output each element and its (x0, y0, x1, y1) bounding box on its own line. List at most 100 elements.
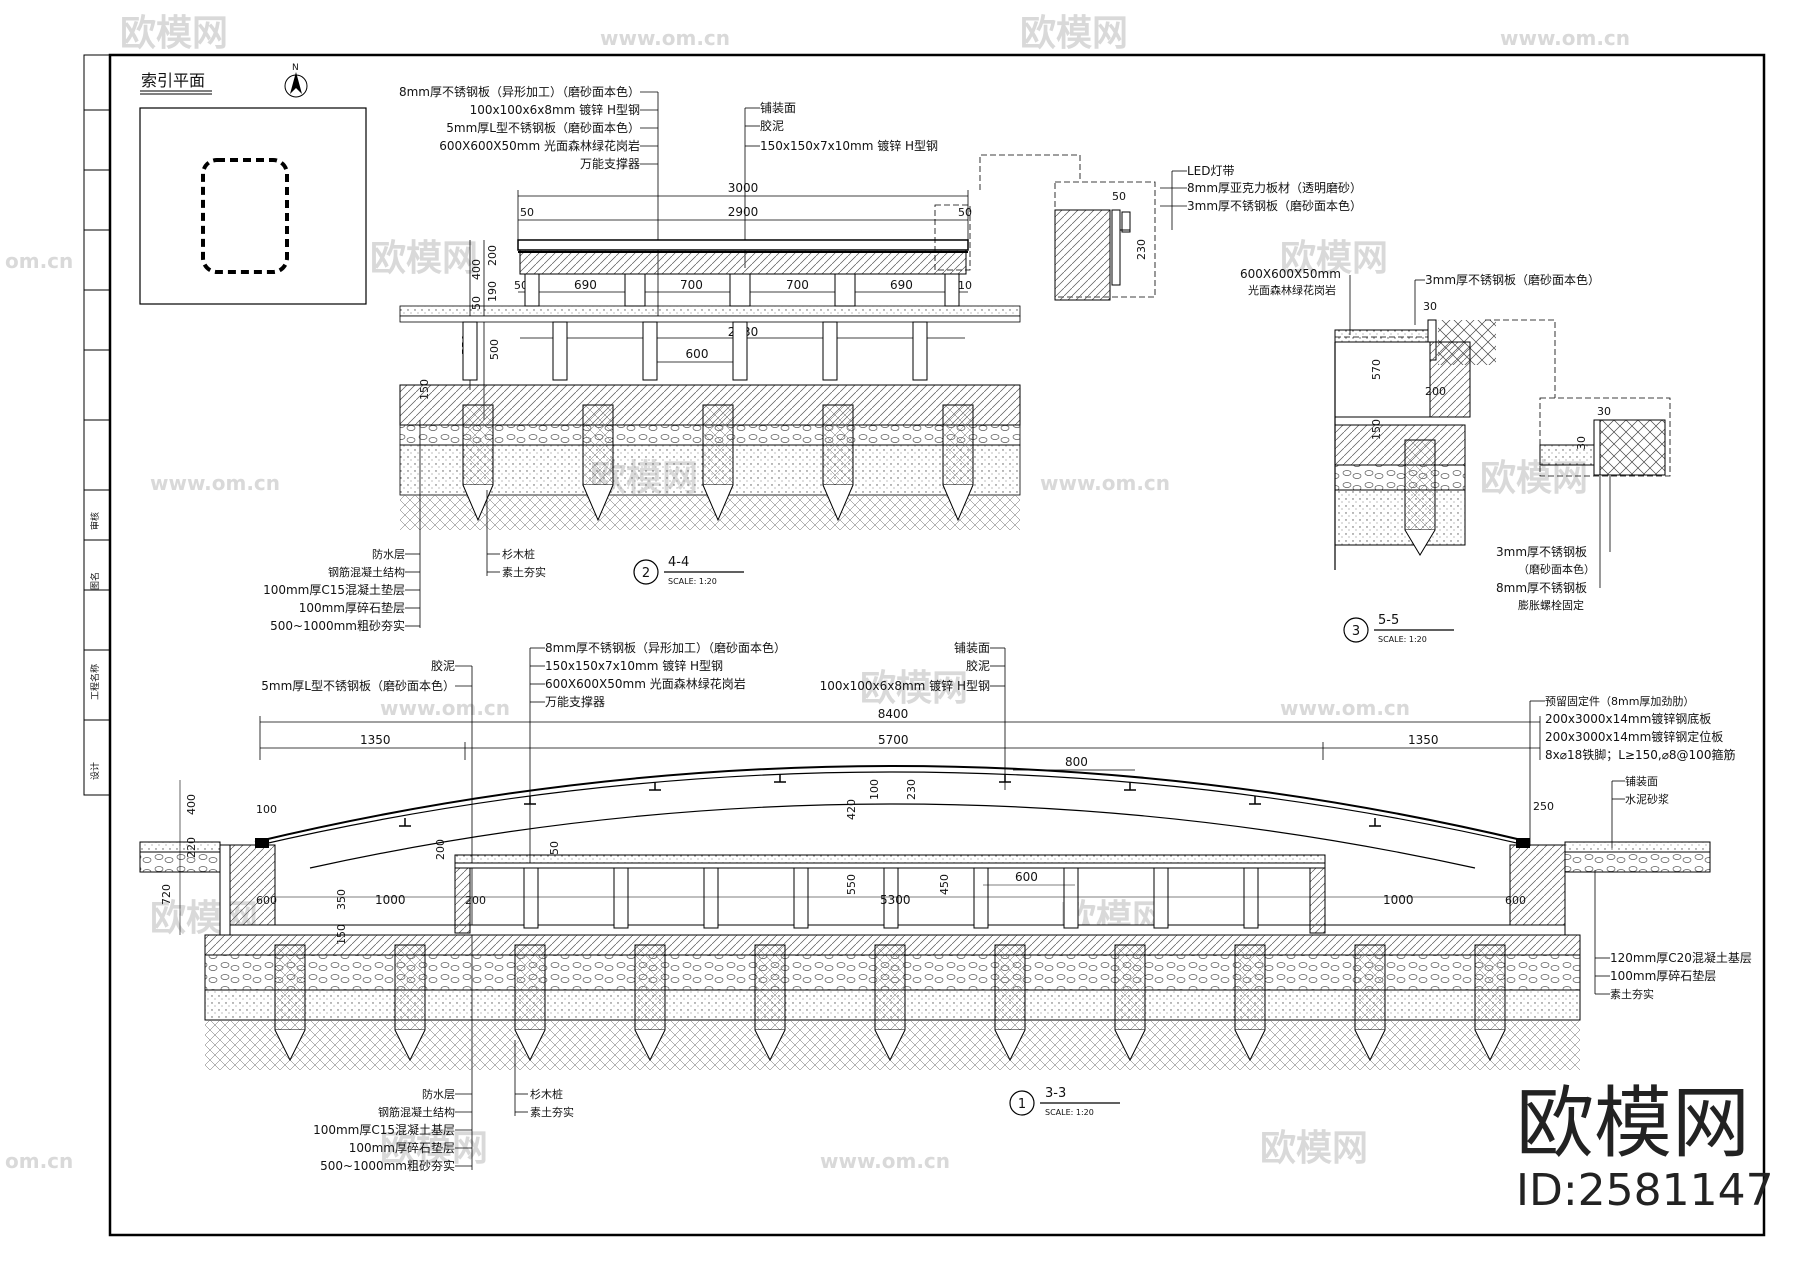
callout: 杉木桩 (502, 547, 535, 561)
callout: 5mm厚L型不锈钢板（磨砂面本色） (261, 679, 455, 693)
callout: 钢筋混凝土结构 (328, 565, 405, 579)
callout: 120mm厚C20混凝土基层 (1610, 950, 1752, 965)
watermark: 欧模网 (1020, 13, 1128, 54)
dim-label: 500 (488, 339, 501, 360)
dim-label: 200 (434, 839, 447, 860)
callout: 5mm厚L型不锈钢板（磨砂面本色） (446, 121, 640, 135)
watermark: 欧模网 (120, 13, 228, 54)
title-block-text: 审核 (89, 512, 101, 530)
dim-label: 50 (548, 841, 561, 855)
callout: 500~1000mm粗砂夯实 (320, 1158, 455, 1173)
watermark: 欧模网 (860, 668, 968, 709)
callout: 150x150x7x10mm 镀锌 H型钢 (545, 659, 723, 673)
section-4-4: 8mm厚不锈钢板（异形加工）（磨砂面本色） 100x100x6x8mm 镀锌 H… (263, 85, 1021, 633)
watermark: www.om.cn (820, 1149, 950, 1173)
dim-label: 1000 (375, 893, 406, 907)
dim-label: 1000 (1383, 893, 1414, 907)
callout: 铺装面 (1625, 775, 1658, 788)
dim-label: 30 (1597, 405, 1611, 418)
callout: 8mm厚不锈钢板（异形加工）（磨砂面本色） (399, 85, 640, 99)
index-plan: 索引平面 N (139, 63, 367, 305)
section-scale: SCALE: 1:20 (668, 577, 717, 586)
callout: 100mm厚C15混凝土垫层 (263, 582, 405, 597)
callout: 胶泥 (431, 658, 455, 673)
dim-label: 570 (1370, 359, 1383, 380)
callout: 3mm厚不锈钢板（磨砂面本色） (1187, 199, 1362, 213)
dim-label: 50 (520, 206, 534, 219)
callout: 8mm厚不锈钢板 (1496, 581, 1587, 595)
dim-label: 50 (958, 206, 972, 219)
callout: （磨砂面本色） (1518, 562, 1595, 576)
h-beams (399, 774, 1381, 827)
dim-label: 600 (256, 894, 277, 907)
north-label: N (292, 63, 299, 73)
dim-label: 230 (1135, 239, 1148, 260)
dim-label: 600 (1505, 894, 1526, 907)
dim-label: 420 (845, 799, 858, 820)
callout: 3mm厚不锈钢板 (1496, 545, 1587, 559)
brand-logo: 欧模网 ID:2581147 (1516, 1079, 1774, 1216)
callout: 8mm厚不锈钢板（异形加工）（磨砂面本色） (545, 641, 786, 655)
dim-label: 700 (786, 278, 809, 292)
dim-label: 400 (470, 259, 483, 280)
callout: 600X600X50mm (1240, 267, 1341, 281)
dim-label: 550 (845, 874, 858, 895)
steel-deck (517, 239, 969, 251)
callout: 素土夯实 (502, 565, 546, 579)
callout: 150x150x7x10mm 镀锌 H型钢 (760, 139, 938, 153)
title-block-text: 图名 (89, 572, 101, 590)
callout: 200x3000x14mm镀锌钢底板 (1545, 711, 1711, 726)
dim-label: 200 (465, 894, 486, 907)
dim-label: 30 (1423, 300, 1437, 313)
leader-group: 防水层 钢筋混凝土结构 100mm厚C15混凝土基层 100mm厚碎石垫层 50… (313, 1040, 574, 1173)
callout: 素土夯实 (1610, 987, 1654, 1001)
callout: 膨胀螺栓固定 (1518, 598, 1584, 612)
watermark: www.om.cn (1280, 696, 1410, 720)
callout: 光面森林绿花岗岩 (1248, 283, 1336, 297)
dim-label: 350 (335, 889, 348, 910)
leader-group: 防水层 钢筋混凝土结构 100mm厚C15混凝土垫层 100mm厚碎石垫层 50… (263, 420, 546, 633)
dim-label: 50 (1112, 190, 1126, 203)
dim-label: 230 (905, 779, 918, 800)
support-columns (462, 321, 928, 381)
section-5-5: 600X600X50mm 光面森林绿花岗岩 3mm厚不锈钢板 （磨砂面本色） 30… (1240, 267, 1671, 644)
dim-label: 190 (486, 281, 499, 302)
watermark: om.cn (5, 1149, 73, 1173)
dim-label: 450 (938, 874, 951, 895)
callout: 钢筋混凝土结构 (378, 1105, 455, 1119)
dim-label: 1350 (360, 733, 391, 747)
callout: 100mm厚C15混凝土基层 (313, 1122, 455, 1137)
callout: 杉木桩 (530, 1087, 563, 1101)
dim-label: 700 (680, 278, 703, 292)
watermark: www.om.cn (1500, 26, 1630, 50)
section-name: 5-5 (1378, 613, 1399, 628)
callout: 万能支撑器 (545, 694, 605, 709)
dim-label: 30 (1575, 436, 1588, 450)
watermark: 欧模网 (370, 238, 478, 279)
dim-label: 100 (868, 779, 881, 800)
watermark: 欧模网 (1260, 1128, 1368, 1169)
title-block-text: 工程名称 (89, 664, 101, 700)
section-label: 3 5-5 SCALE: 1:20 (1343, 613, 1454, 644)
pedestals-upper (524, 273, 960, 307)
section-name: 3-3 (1045, 1086, 1066, 1101)
dim-label: 250 (1533, 800, 1554, 813)
callout: 8x⌀18铁脚；L≥150,⌀8@100箍筋 (1545, 747, 1735, 762)
timber-piles (274, 944, 1506, 1062)
dim-label: 10 (958, 279, 972, 292)
callout: 万能支撑器 (580, 156, 640, 171)
dim-label: 400 (185, 794, 198, 815)
dim-label: 5700 (878, 733, 909, 747)
dim-label: 2900 (728, 205, 759, 219)
watermark: www.om.cn (600, 26, 730, 50)
dim-label: 8400 (878, 707, 909, 721)
section-scale: SCALE: 1:20 (1378, 635, 1427, 644)
dim-label: 1350 (1408, 733, 1439, 747)
dim-label: 200 (1425, 385, 1446, 398)
callout: 胶泥 (760, 118, 784, 133)
callout: 600X600X50mm 光面森林绿花岗岩 (545, 676, 746, 691)
watermark: www.om.cn (380, 696, 510, 720)
callout: 防水层 (372, 547, 405, 561)
dim-label: 220 (185, 837, 198, 858)
dim-label: 600 (1015, 870, 1038, 884)
